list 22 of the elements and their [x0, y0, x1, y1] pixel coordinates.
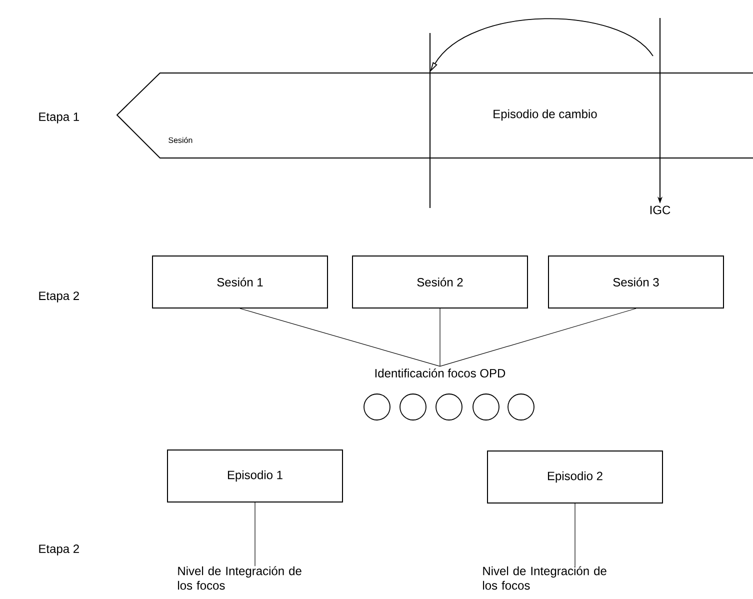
circle — [508, 394, 534, 420]
circle — [436, 394, 462, 420]
stage-label: Etapa 2 — [39, 544, 79, 556]
stage-label: Etapa 2 — [39, 292, 79, 302]
connector-line — [440, 308, 636, 367]
process-box: Episodio 1 — [167, 450, 343, 502]
node-label: Identificación focos OPD — [375, 368, 506, 378]
connector-line — [240, 308, 440, 367]
circle — [400, 394, 426, 420]
circle — [472, 394, 500, 420]
process-box: Sesión 3 — [548, 256, 724, 308]
stage-label: Etapa 1 — [39, 112, 79, 124]
process-box: Sesión 1 — [152, 256, 328, 308]
process-box: Sesión 2 — [352, 256, 528, 308]
node-label: Nivel de Integración de los focos — [178, 566, 302, 590]
node-label: Nivel de Integración de los focos — [483, 566, 606, 590]
node-label: IGC — [650, 206, 670, 214]
connector-line — [254, 502, 256, 566]
session-band: Sesión Episodio de cambio — [116, 72, 753, 158]
process-box: Episodio 2 — [487, 450, 663, 504]
circle — [364, 394, 390, 420]
connector-line — [574, 503, 576, 566]
